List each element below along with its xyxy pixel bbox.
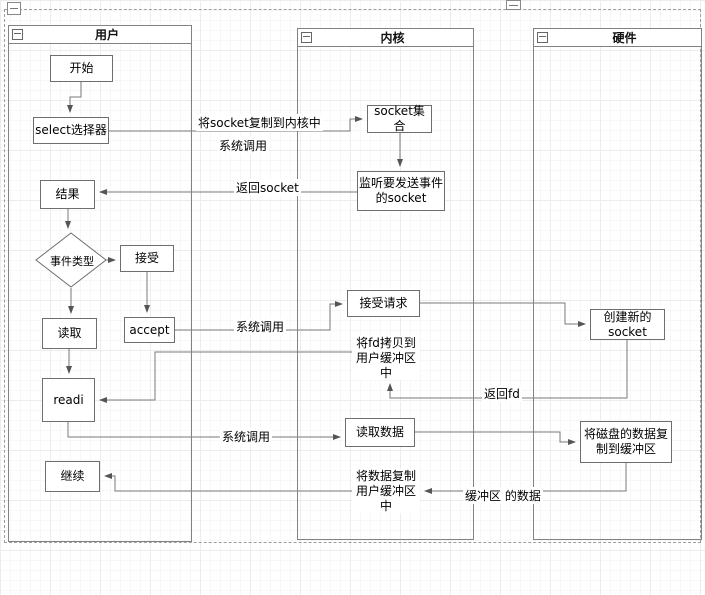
- lane-kernel[interactable]: 内核: [297, 28, 474, 540]
- node-copy-data[interactable]: 将数据复制用户缓冲区中: [352, 469, 420, 513]
- node-read[interactable]: 读取: [42, 318, 97, 349]
- edge-label-buffer-data[interactable]: 缓冲区 的数据: [463, 487, 543, 504]
- lane-title-kernel: 内核: [380, 31, 405, 45]
- node-start[interactable]: 开始: [50, 55, 113, 82]
- node-accept-cn[interactable]: 接受: [120, 245, 174, 272]
- collapse-icon[interactable]: [12, 29, 23, 40]
- collapsed-group-icon-top-left[interactable]: [7, 2, 21, 15]
- node-readi[interactable]: readi: [42, 378, 95, 422]
- node-create-socket[interactable]: 创建新的socket: [590, 309, 665, 340]
- lane-title-hardware: 硬件: [612, 31, 637, 45]
- node-event-type-label[interactable]: 事件类型: [50, 255, 94, 268]
- lane-header-hardware[interactable]: 硬件: [534, 29, 701, 47]
- lane-header-kernel[interactable]: 内核: [298, 29, 473, 47]
- edge-label-return-fd[interactable]: 返回fd: [482, 385, 522, 402]
- node-continue[interactable]: 继续: [45, 461, 100, 492]
- node-disk-copy[interactable]: 将磁盘的数据复制到缓冲区: [580, 421, 672, 463]
- lane-hardware[interactable]: 硬件: [533, 28, 702, 540]
- node-read-data[interactable]: 读取数据: [345, 418, 415, 447]
- edge-label-return-socket[interactable]: 返回socket: [234, 179, 301, 196]
- edge-label-syscall-2[interactable]: 系统调用: [234, 318, 287, 335]
- collapse-icon[interactable]: [537, 32, 548, 43]
- node-accept-request[interactable]: 接受请求: [347, 290, 420, 317]
- node-listen-socket[interactable]: 监听要发送事件的socket: [357, 171, 445, 211]
- node-copy-fd[interactable]: 将fd拷贝到用户缓冲区中: [352, 336, 420, 380]
- edge-label-copy-socket-kernel[interactable]: 将socket复制到内核中: [196, 114, 323, 131]
- collapsed-group-icon-top-right[interactable]: [506, 0, 521, 10]
- lane-title-user: 用户: [94, 28, 119, 42]
- collapse-icon[interactable]: [301, 32, 312, 43]
- node-socket-set[interactable]: socket集合: [367, 104, 432, 133]
- lane-user[interactable]: 用户: [8, 25, 192, 542]
- node-accept-en[interactable]: accept: [124, 317, 175, 343]
- node-result[interactable]: 结果: [40, 180, 95, 209]
- edge-label-syscall-3[interactable]: 系统调用: [220, 428, 273, 445]
- lane-header-user[interactable]: 用户: [9, 26, 191, 44]
- edge-label-syscall-1[interactable]: 系统调用: [217, 137, 270, 154]
- node-selector[interactable]: select选择器: [33, 117, 109, 144]
